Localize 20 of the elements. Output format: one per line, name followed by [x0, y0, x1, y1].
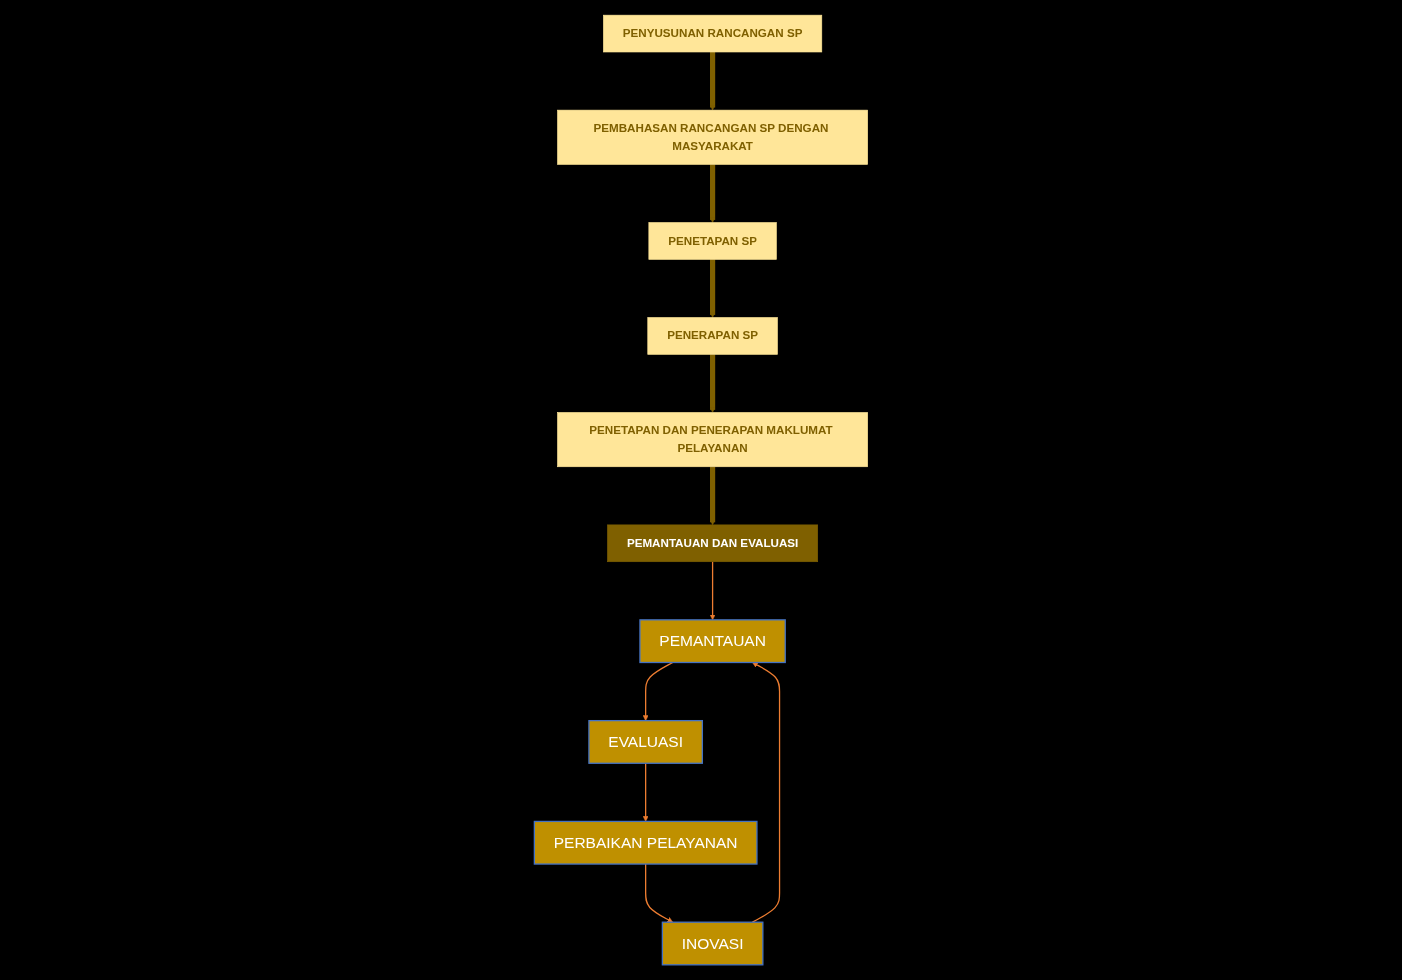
arrow: [709, 259, 716, 318]
node-box: PEMANTAUAN DAN EVALUASI: [607, 524, 818, 563]
arrow: [709, 51, 716, 111]
node-box: PEMBAHASAN RANCANGAN SP DENGAN MASYARAKAT: [557, 109, 868, 165]
node-box: PENETAPAN DAN PENERAPAN MAKLUMAT PELAYANAN: [557, 412, 868, 468]
arrow: [642, 661, 674, 721]
node-box: PENETAPAN SP: [648, 222, 777, 260]
arrow: [709, 164, 716, 223]
arrow: [709, 466, 716, 526]
node-box: EVALUASI: [588, 720, 703, 764]
arrow: [751, 662, 781, 923]
node-box: PEMANTAUAN: [639, 619, 786, 664]
arrow: [642, 762, 649, 822]
arrow: [709, 354, 716, 413]
node-box: PERBAIKAN PELAYANAN: [533, 820, 758, 865]
node-box: PENERAPAN SP: [647, 317, 778, 355]
arrow: [709, 561, 716, 621]
arrow: [645, 863, 674, 923]
node-box: PENYUSUNAN RANCANGAN SP: [603, 14, 823, 53]
node-box: INOVASI: [661, 921, 764, 966]
